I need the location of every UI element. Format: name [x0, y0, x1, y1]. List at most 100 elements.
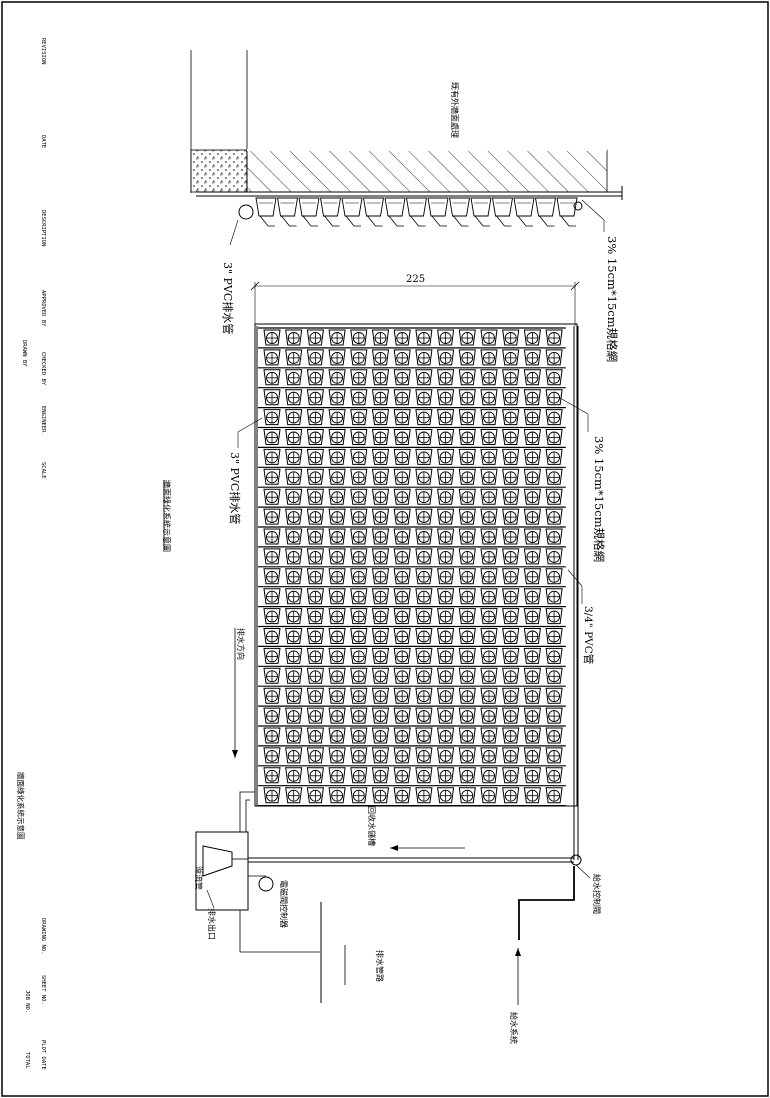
planter-pot	[415, 667, 433, 684]
planter-pot	[480, 528, 498, 545]
planter-pot	[545, 707, 563, 724]
planter-pot	[263, 468, 281, 485]
planter-pot	[371, 667, 390, 684]
planter-pot	[523, 448, 541, 465]
planter-pot	[393, 727, 411, 744]
planter-pot	[458, 727, 476, 744]
planter-pot	[393, 628, 411, 644]
planter-pot	[263, 429, 281, 445]
planter-pot	[523, 608, 541, 625]
pipe-3in-mid-label: 3" PVC排水管	[228, 452, 241, 525]
planter-pot	[523, 787, 541, 804]
planter-pot	[350, 369, 368, 386]
planter-pot	[415, 389, 433, 406]
planter-pot	[415, 707, 433, 724]
planter-pot	[437, 588, 455, 605]
planter-pot	[480, 508, 498, 525]
sheet-title: 牆面綠化系統示意圖	[16, 772, 25, 840]
section-pot	[298, 197, 320, 227]
planter-pot	[328, 608, 346, 625]
planter-pot	[480, 707, 498, 724]
planter-cells	[258, 327, 566, 807]
planter-pot	[545, 468, 563, 485]
planter-pot	[545, 667, 563, 684]
planter-pot	[328, 568, 346, 585]
planter-pot	[502, 568, 520, 585]
planter-pot	[437, 747, 455, 764]
planter-pot	[263, 747, 281, 764]
section-pot	[384, 197, 406, 227]
planter-pot	[458, 767, 476, 784]
planter-pot	[328, 429, 346, 445]
planter-pot	[437, 488, 455, 505]
planter-pot	[350, 528, 368, 545]
planter-pot	[263, 448, 281, 465]
planter-pot	[371, 608, 390, 625]
planter-pot	[480, 608, 498, 625]
planter-pot	[458, 448, 476, 465]
section-pot	[276, 197, 299, 227]
planter-pot	[393, 767, 411, 784]
planter-pot	[437, 349, 455, 366]
planter-pot	[393, 608, 411, 625]
tb-checked: CHECKED BY	[40, 352, 46, 386]
planter-pot	[285, 727, 303, 744]
planter-pot	[306, 767, 324, 784]
planter-pot	[371, 628, 390, 644]
planter-pot	[458, 667, 476, 684]
planter-pot	[437, 409, 455, 426]
section-pot	[534, 197, 557, 227]
planter-pot	[437, 508, 455, 525]
planter-pot	[458, 508, 476, 525]
planter-pot	[328, 508, 346, 525]
planter-pot	[502, 588, 520, 605]
return-water-tank	[195, 831, 249, 911]
planter-pot	[350, 747, 368, 764]
planter-pot	[350, 707, 368, 724]
planter-pot	[393, 568, 411, 585]
planter-pot	[415, 448, 433, 465]
planter-pot	[328, 628, 346, 644]
planter-pot	[285, 628, 303, 644]
section-pot	[513, 197, 535, 227]
planter-pot	[480, 429, 498, 445]
planter-pot	[437, 647, 455, 664]
section-pot	[255, 197, 277, 227]
planter-pot	[306, 687, 324, 704]
planter-pot	[502, 488, 520, 505]
leader-pipe-3in-top	[229, 219, 239, 246]
planter-pot	[393, 369, 411, 386]
planter-pot	[285, 429, 303, 445]
planter-pot	[545, 528, 563, 545]
planter-pot	[371, 588, 390, 605]
planter-pot	[328, 707, 346, 724]
planter-pot	[306, 787, 324, 804]
planter-pot	[393, 687, 411, 704]
planter-pot	[480, 349, 498, 366]
planter-pot	[437, 707, 455, 724]
planter-pot	[415, 369, 433, 386]
planter-pot	[415, 488, 433, 505]
planter-pot	[306, 747, 324, 764]
planter-pot	[350, 429, 368, 445]
planter-pot	[458, 647, 476, 664]
planter-pot	[523, 667, 541, 684]
planter-pot	[437, 329, 455, 346]
planter-pot	[328, 787, 346, 804]
planter-pot	[437, 369, 455, 386]
planter-pot	[415, 588, 433, 605]
planter-pot	[285, 588, 303, 605]
planter-pot	[371, 787, 390, 804]
planter-pot	[415, 468, 433, 485]
mesh-spec-label: 3% 15cm*15cm規格網	[592, 436, 606, 563]
planter-pot	[480, 369, 498, 386]
dim-width-label: 225	[406, 274, 426, 285]
section-pot	[405, 197, 428, 227]
tb-total: TOTAL	[24, 1052, 30, 1069]
planter-pot	[350, 687, 368, 704]
planter-pot	[545, 608, 563, 625]
tb-job-no: JOB NO.	[24, 990, 30, 1014]
planter-pot	[371, 568, 390, 585]
planter-pot	[502, 608, 520, 625]
